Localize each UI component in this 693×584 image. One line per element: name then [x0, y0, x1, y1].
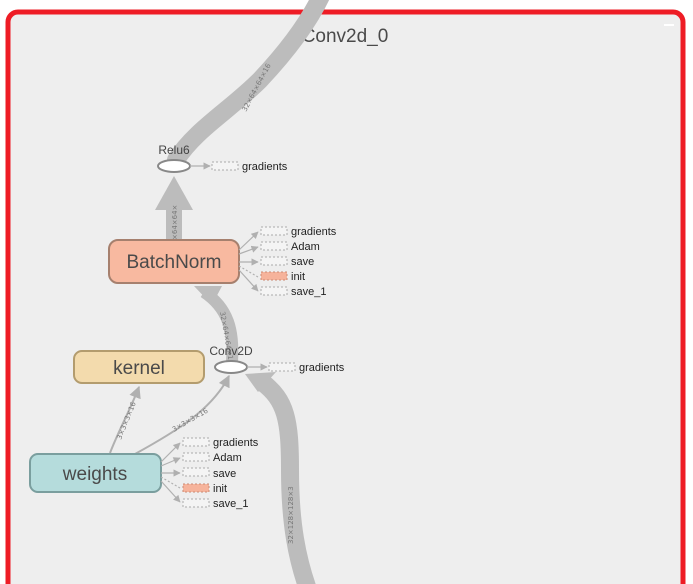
scope-title: Conv2d_0 [302, 26, 389, 47]
relu6-gradients-aux-box[interactable] [211, 161, 239, 171]
batchnorm-aux-gradients-label: gradients [291, 226, 337, 238]
batchnorm-aux-adam-box[interactable] [260, 241, 288, 251]
edge-label-batchnorm-relu6: ×64×64× [171, 205, 179, 240]
edge-input-conv2d-arrowhead [245, 372, 276, 392]
relu6-gradients-aux-label: gradients [242, 161, 288, 173]
batchnorm-aux-save1-label: save_1 [291, 286, 326, 298]
batchnorm-aux-init-label: init [291, 271, 305, 283]
batchnorm-label: BatchNorm [126, 252, 221, 273]
batchnorm-aux-save-box[interactable] [260, 256, 288, 266]
batchnorm-aux-save1-box[interactable] [260, 286, 288, 296]
weights-aux-init-label: init [213, 483, 227, 495]
weights-aux-save1-box[interactable] [182, 498, 210, 508]
batchnorm-aux-gradients-box[interactable] [260, 226, 288, 236]
weights-aux-gradients-label: gradients [213, 437, 259, 449]
conv2d-op-node[interactable] [214, 360, 248, 374]
weights-aux-edges [160, 442, 181, 503]
weights-aux-save1-label: save_1 [213, 498, 248, 510]
conv2d-gradients-aux-box[interactable] [268, 362, 296, 372]
edge-batchnorm-relu6-arrowhead [155, 176, 193, 210]
batchnorm-aux-adam-label: Adam [291, 241, 320, 253]
conv2d-gradients-aux-label: gradients [299, 362, 345, 374]
edge-label-input-conv2d: 32×128×128×3 [287, 486, 295, 544]
conv2d-op-label: Conv2D [209, 344, 253, 358]
edge-input-conv2d [256, 374, 316, 584]
weights-aux-adam-label: Adam [213, 452, 242, 464]
weights-aux-init-box[interactable] [182, 483, 210, 493]
edge-weights-conv2d [134, 374, 230, 455]
kernel-node[interactable] [73, 350, 205, 384]
edge-batchnorm-relu6 [166, 200, 182, 244]
weights-label: weights [62, 464, 127, 485]
edge-weights-kernel [109, 385, 141, 454]
scope-frame[interactable] [5, 9, 686, 584]
weights-aux-gradients-box[interactable] [182, 437, 210, 447]
kernel-label: kernel [113, 358, 165, 379]
scope-collapse-marker[interactable] [664, 24, 674, 26]
weights-aux-save-label: save [213, 468, 236, 480]
weights-aux-save-box[interactable] [182, 467, 210, 477]
relu6-op-node[interactable] [157, 159, 191, 173]
edge-conv2d-batchnorm-arrowhead [194, 286, 222, 305]
batchnorm-aux-edges [238, 231, 259, 292]
edge-relu6-output [167, 0, 330, 169]
batchnorm-aux-save-label: save [291, 256, 314, 268]
relu6-op-label: Relu6 [158, 143, 190, 157]
batchnorm-aux-init-box[interactable] [260, 271, 288, 281]
weights-aux-adam-box[interactable] [182, 452, 210, 462]
